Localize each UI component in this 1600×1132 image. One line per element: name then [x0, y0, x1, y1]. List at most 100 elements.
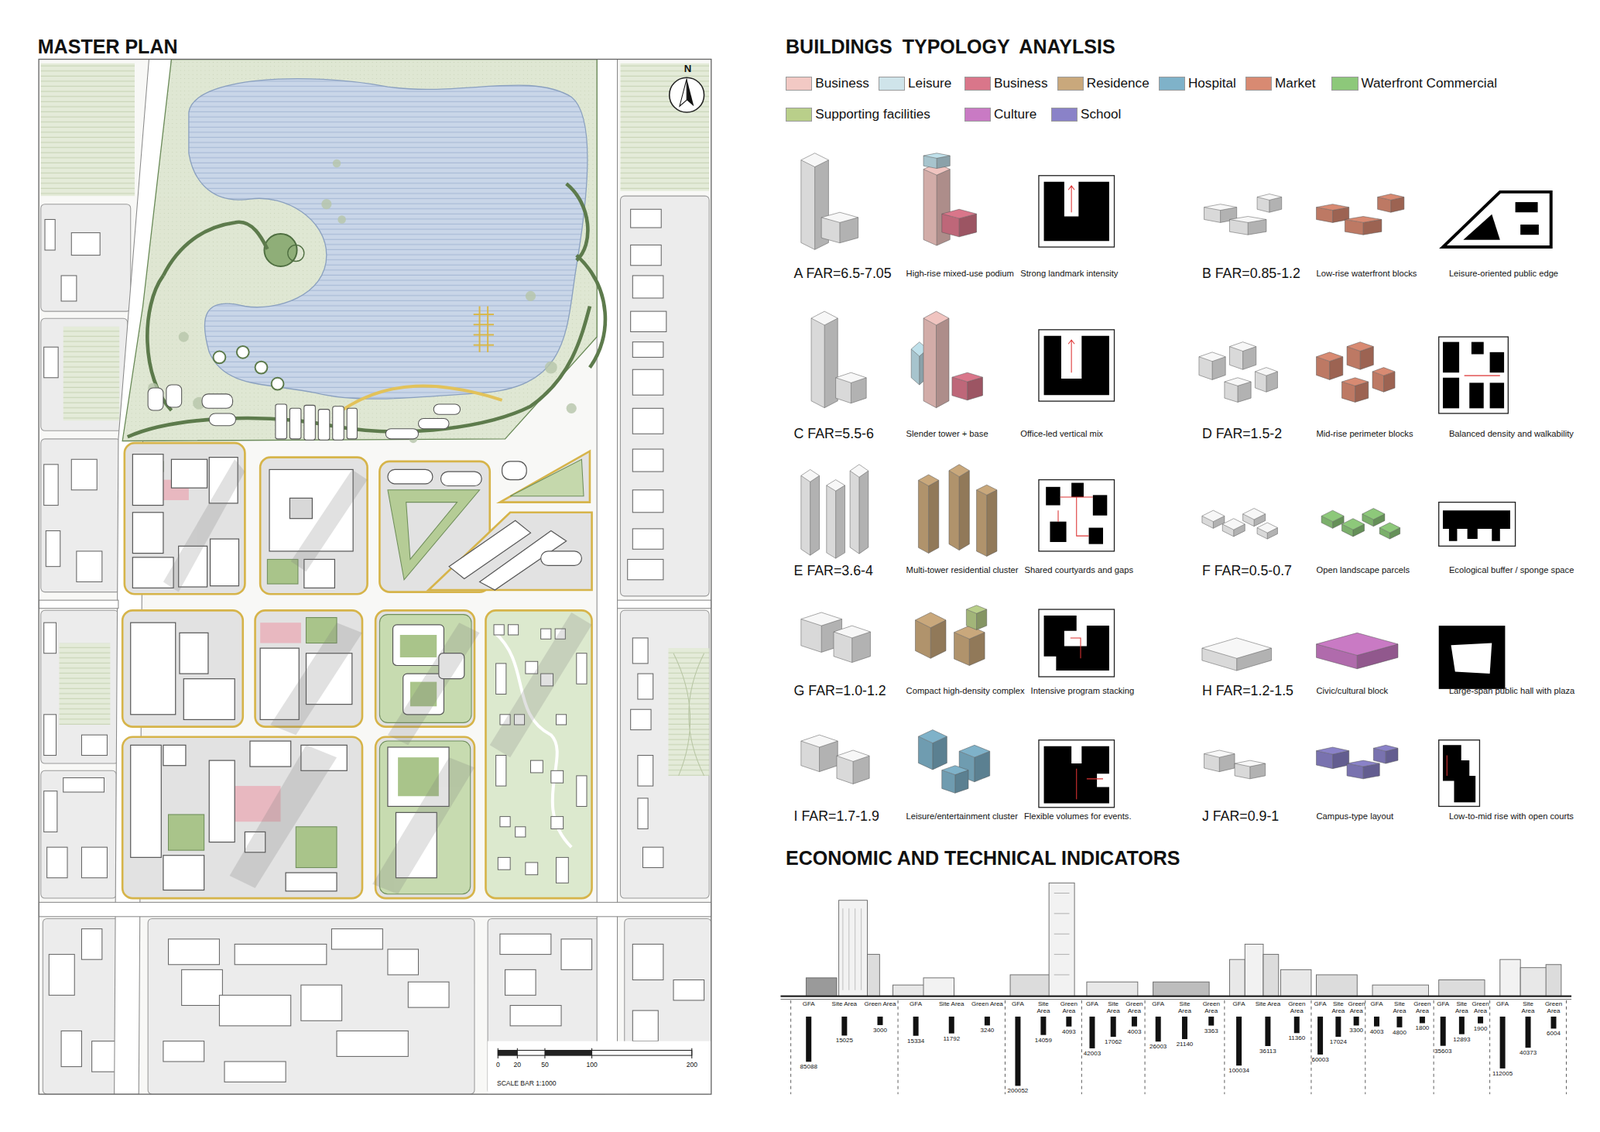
indicator-header: GFA: [1312, 1000, 1329, 1008]
typology-icon: [1089, 527, 1104, 545]
context-block: [387, 949, 419, 975]
indicator-value: 11360: [1288, 1034, 1306, 1042]
lake-park: [166, 384, 182, 408]
indicator-bar: [1317, 1016, 1323, 1055]
context-block: [627, 558, 664, 580]
master-plan: [38, 58, 712, 1094]
plot-block: [576, 775, 587, 807]
context-block: [620, 63, 710, 898]
lake-park: [433, 404, 460, 415]
skyline: [839, 900, 868, 997]
indicator-bar: [1440, 1016, 1446, 1046]
context-block: [673, 653, 705, 776]
skyline: [1153, 981, 1210, 996]
indicator-bar: [1353, 1016, 1360, 1025]
indicator-bar: [1335, 1016, 1341, 1037]
legend-swatch: [785, 107, 812, 122]
typology-icon: [1202, 502, 1516, 547]
scale-caption: SCALE BAR 1:1000: [496, 1079, 557, 1088]
typology-icon: [1316, 352, 1344, 381]
lake-park: [287, 244, 305, 261]
scale-number: 200: [686, 1061, 698, 1069]
context-block: [668, 647, 710, 776]
indicator-value: 35603: [1434, 1047, 1452, 1055]
typology-icon: [1372, 367, 1395, 393]
lake-park: [208, 413, 236, 426]
lake-park: [271, 377, 285, 391]
typology-icon: [954, 625, 986, 665]
plot-block: [502, 461, 528, 480]
indicator-value: 1800: [1415, 1024, 1430, 1032]
indicator-bar: [984, 1016, 991, 1025]
indicator-value: 3300: [1349, 1026, 1364, 1034]
skyline: [1545, 964, 1562, 997]
plot-block: [260, 622, 302, 643]
context-block: [63, 326, 120, 421]
legend-text: Market: [1274, 75, 1316, 92]
context-block: [44, 791, 58, 833]
road: [38, 58, 712, 1094]
indicator-value: 3363: [1204, 1027, 1219, 1035]
context-block: [510, 1005, 562, 1026]
legend-swatch: [1158, 76, 1186, 91]
context-block: [168, 938, 220, 965]
far-label: J FAR=0.9-1: [1202, 808, 1279, 824]
typology-icon: [923, 311, 950, 408]
indicator-axis: [1223, 1000, 1225, 1094]
far-label: E FAR=3.6-4: [794, 562, 874, 579]
indicator-value: 200052: [1007, 1086, 1029, 1094]
plot-block: [485, 609, 592, 898]
scale-bar: [591, 1048, 593, 1059]
north-label: N: [684, 62, 693, 75]
context-block: [301, 984, 343, 1021]
indicator-value: 4800: [1392, 1028, 1407, 1036]
typology-note: Ecological buffer / sponge space: [1449, 565, 1575, 576]
indicator-value: 60003: [1311, 1055, 1329, 1063]
context-block: [632, 275, 664, 299]
typology-icon: [1442, 377, 1460, 409]
lake-park: [263, 233, 297, 267]
skyline: [1316, 974, 1358, 997]
typology-icon: [801, 605, 1115, 677]
typology-icon: [1316, 632, 1398, 669]
legend-text: Residence: [1086, 75, 1150, 92]
scale-bar: [517, 1048, 518, 1059]
typology-icon: [811, 311, 1115, 408]
indicator-value: 40373: [1519, 1048, 1537, 1056]
context-block: [642, 846, 663, 867]
indicator-bar: [1459, 1016, 1465, 1035]
typology-note: Large-span public hall with plaza: [1449, 685, 1575, 696]
typology-icon: [1058, 496, 1093, 536]
plot-block: [576, 653, 587, 685]
scale-bar: [497, 1050, 518, 1056]
context-block: [163, 1041, 205, 1062]
context-block: [61, 1030, 82, 1066]
context-block: [41, 609, 119, 764]
typology-icon: [949, 464, 970, 551]
context-block: [81, 734, 107, 755]
typology-icon: [952, 372, 984, 401]
typology-icon: [1038, 175, 1115, 247]
typology-icon: [1321, 510, 1344, 528]
indicator-value: 6004: [1546, 1029, 1561, 1037]
skyline: [1229, 959, 1245, 996]
skyline: [1372, 984, 1429, 997]
plot-block: [179, 632, 209, 674]
context-block: [637, 755, 654, 787]
legend-swatch: [1057, 76, 1084, 91]
north-arrow: [686, 78, 694, 107]
scale-bar: [487, 1041, 712, 1095]
indicator-bar: [1182, 1016, 1188, 1039]
skyline: [1086, 981, 1138, 996]
legend-swatch: [785, 76, 812, 91]
plot-block: [130, 454, 583, 891]
indicator-header: Site Area: [1253, 1000, 1282, 1008]
typology-note: Civic/cultural block: [1316, 685, 1389, 696]
plot-block: [229, 744, 337, 888]
typology-icon: [1044, 335, 1110, 395]
indicator-header: Site Area: [1388, 1000, 1410, 1015]
typology-icon: [1442, 510, 1511, 542]
lake-park: [337, 215, 347, 224]
typology-icon: [1068, 185, 1075, 213]
indicator-header: GFA: [898, 1000, 933, 1008]
